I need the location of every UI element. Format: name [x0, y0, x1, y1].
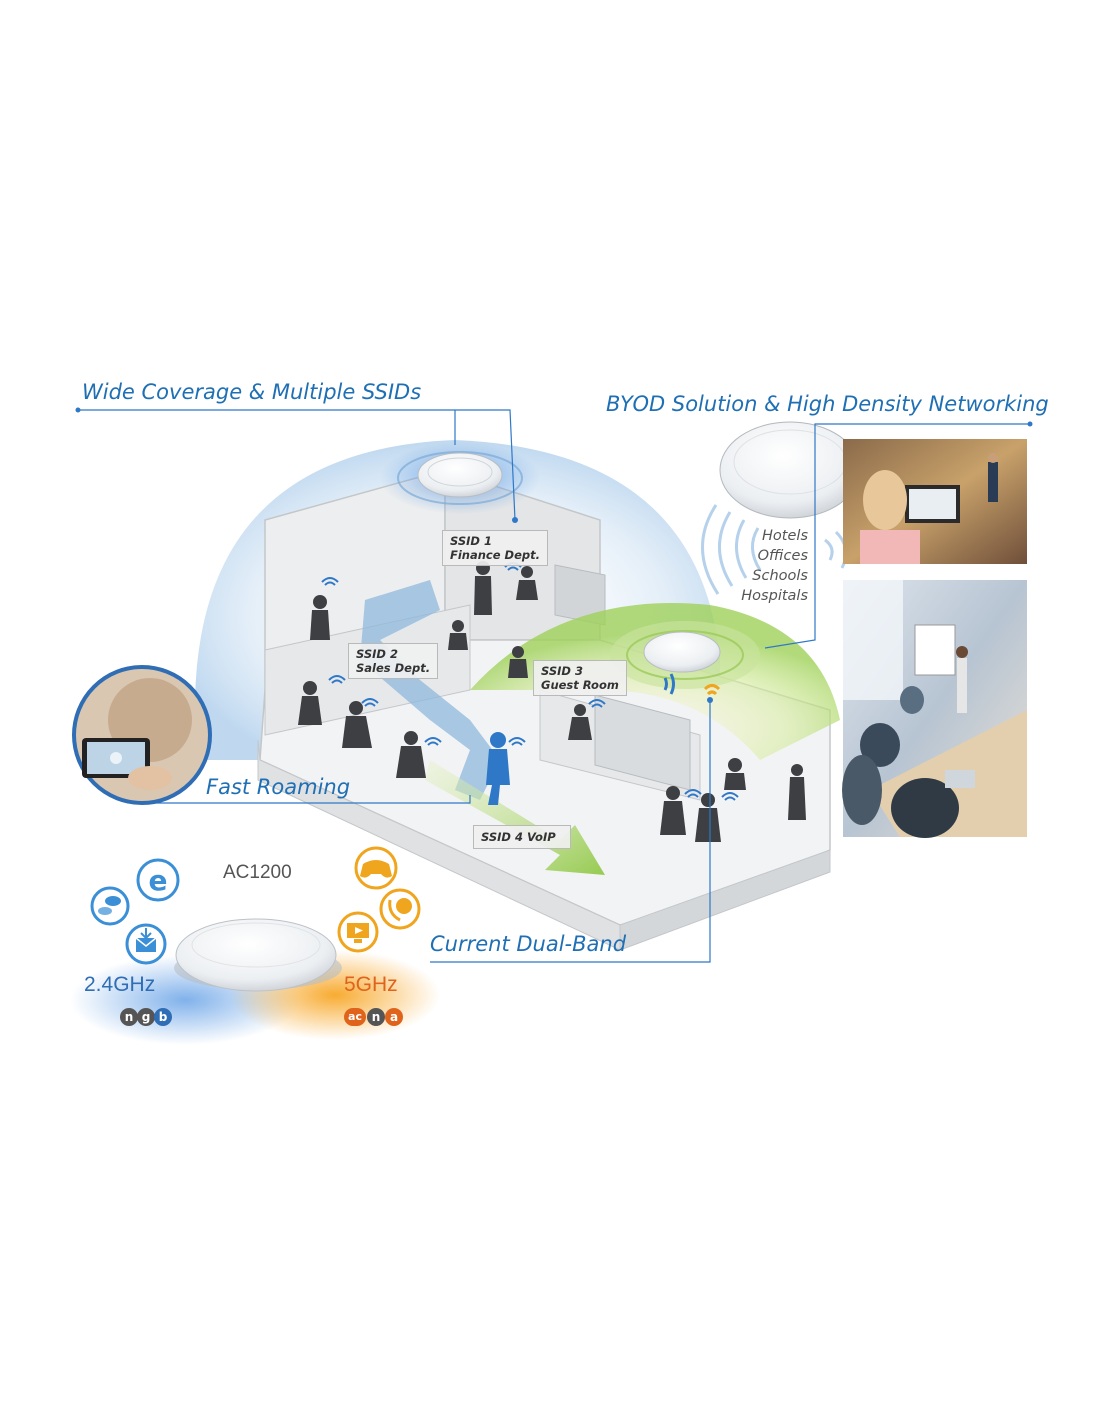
ssid-1-name: SSID 1: [450, 534, 492, 548]
venue-item: Hotels: [762, 528, 808, 544]
access-point-byod: [719, 421, 861, 519]
byod-wifi-arcs: [701, 504, 848, 595]
ssid-3-dept: Guest Room: [541, 678, 619, 692]
byod-photo-meeting: [842, 580, 1027, 838]
ssid-2-name: SSID 2: [356, 647, 398, 661]
roaming-user: [486, 732, 510, 805]
access-point-ceiling-1: [380, 442, 540, 514]
heading-fast-roaming: Fast Roaming: [206, 775, 351, 799]
internet-explorer-icon: e: [136, 858, 180, 902]
standard-badge-n5: n: [367, 1008, 385, 1026]
ssid-2-dept: Sales Dept.: [356, 661, 431, 675]
model-label: AC1200: [223, 862, 292, 883]
venue-item: Offices: [757, 548, 808, 564]
ssid-label-voip: SSID 4 VoIP: [473, 825, 571, 849]
fast-roaming-photo: [72, 665, 212, 805]
wifi-signal-icons: [321, 562, 739, 801]
ssid-label-guest: SSID 3 Guest Room: [533, 660, 627, 696]
venue-item: Schools: [752, 568, 808, 584]
roaming-path: [360, 580, 500, 800]
standard-badge-g: g: [137, 1008, 155, 1026]
band-5ghz-label: 5GHz: [344, 973, 398, 996]
heading-dual-band: Current Dual-Band: [430, 932, 627, 956]
standard-badge-b: b: [154, 1008, 172, 1026]
office-people: [298, 561, 806, 842]
access-point-ceiling-2: [610, 621, 760, 689]
byod-photo-classroom: [843, 439, 1027, 564]
access-point-ac1200: [174, 918, 342, 992]
gamepad-icon: [354, 846, 398, 890]
ssid-label-sales: SSID 2 Sales Dept.: [348, 643, 439, 679]
callout-lines: [78, 409, 1030, 963]
ssid-label-finance: SSID 1 Finance Dept.: [442, 530, 548, 566]
svg-text:e: e: [149, 864, 168, 897]
callout-dots: [75, 407, 1033, 703]
video-monitor-icon: [337, 911, 379, 953]
wifi-signal-orange: [703, 684, 721, 696]
ssid-4-name: SSID 4 VoIP: [481, 830, 556, 844]
heading-byod: BYOD Solution & High Density Networking: [606, 392, 1049, 416]
chat-bubble-icon: [90, 886, 130, 926]
standard-badge-n: n: [120, 1008, 138, 1026]
heading-wide-coverage: Wide Coverage & Multiple SSIDs: [82, 380, 422, 404]
venue-list: Hotels Offices Schools Hospitals: [741, 526, 808, 606]
email-icon: [125, 923, 167, 965]
standard-badge-a: a: [385, 1008, 403, 1026]
voip-phone-icon: [379, 888, 421, 930]
standard-badge-ac: ac: [344, 1008, 366, 1026]
venue-item: Hospitals: [741, 588, 808, 604]
ssid-3-name: SSID 3: [541, 664, 583, 678]
ssid-1-dept: Finance Dept.: [450, 548, 540, 562]
band-24ghz-label: 2.4GHz: [84, 973, 156, 996]
